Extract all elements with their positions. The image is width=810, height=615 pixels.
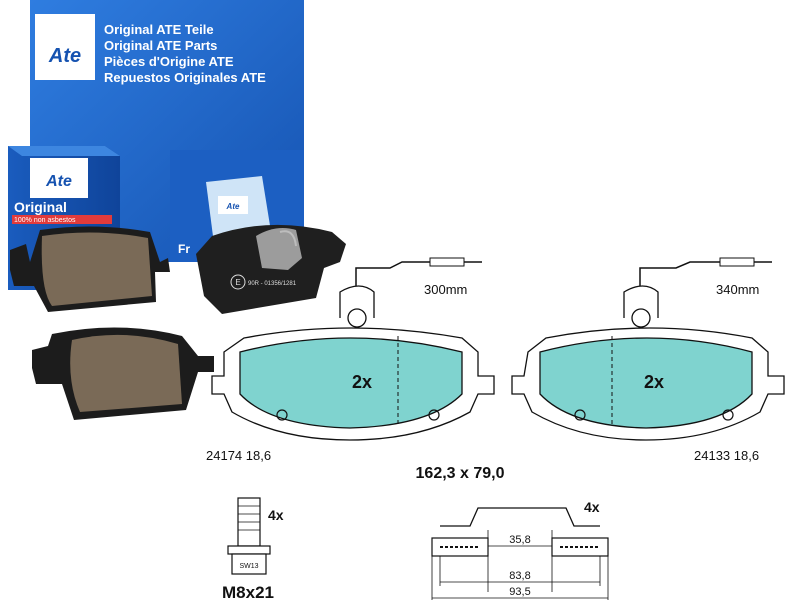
brake-pad-photo-1 (10, 226, 170, 312)
bolt-drawing: SW13 4x M8x21 (222, 497, 284, 602)
friction-material (41, 232, 152, 306)
bolt-quantity: 4x (268, 507, 284, 523)
brake-pad-photo-2 (32, 327, 214, 420)
clip-quantity: 4x (584, 499, 600, 515)
clip-dim-outer: 93,5 (509, 586, 530, 598)
right-part-code: 24133 18,6 (694, 448, 759, 463)
ate-logo-text: Ate (48, 45, 81, 67)
right-pad-drawing: 340mm 2x (511, 257, 785, 441)
friction-material (70, 334, 182, 412)
small-box-logo-text: Ate (45, 173, 72, 190)
box-line-4: Repuestos Originales ATE (104, 70, 266, 85)
sensor-tab (339, 285, 375, 318)
non-asbestos-strip (12, 215, 112, 224)
leaflet-logo-text: Ate (226, 202, 240, 211)
left-part-code: 24174 18,6 (206, 448, 271, 463)
pad-dimensions: 162,3 x 79,0 (416, 465, 505, 482)
left-pad-quantity: 2x (352, 372, 372, 392)
box-line-3: Pièces d'Origine ATE (104, 54, 234, 69)
clip-spring (440, 507, 600, 527)
wear-sensor-clip (256, 228, 302, 270)
sensor-plug (719, 257, 755, 267)
box-line-1: Original ATE Teile (104, 22, 214, 37)
small-box-top (8, 146, 120, 156)
bolt-size: M8x21 (222, 583, 274, 602)
non-asbestos-text: 100% non asbestos (14, 217, 76, 224)
friction-pad (539, 337, 753, 429)
sensor-wire (279, 230, 297, 247)
right-pad-quantity: 2x (644, 372, 664, 392)
leaflet-logo (218, 196, 248, 214)
bolt-head (231, 553, 267, 575)
friction-pad (239, 337, 463, 429)
sensor-tab (623, 285, 659, 318)
right-wire-length: 340mm (716, 282, 759, 297)
bolt-flange (227, 545, 271, 555)
clip-dim-inner: 35,8 (509, 534, 530, 546)
left-pad-drawing: 300mm 2x (211, 257, 495, 441)
left-wire-length: 300mm (424, 282, 467, 297)
partial-box-text: Fr (178, 242, 190, 256)
sensor-wire (355, 261, 430, 300)
brake-pad-photo-3: E 90R - 01356/1281 (196, 224, 346, 314)
stamp-mark: E (235, 278, 240, 287)
bolt-tag: SW13 (239, 563, 258, 570)
sensor-wire (639, 261, 720, 300)
box-line-2: Original ATE Parts (104, 38, 217, 53)
clip-drawing: 35,8 83,8 93,5 4x (431, 499, 609, 600)
backing-plate-rear (196, 224, 346, 314)
ate-logo-panel (35, 14, 95, 80)
sensor-plug (429, 257, 465, 267)
small-box-title: Original (14, 199, 67, 215)
clip-dim-mid: 83,8 (509, 570, 530, 582)
stamp-circle (230, 274, 246, 290)
pad-stamp: 90R - 01356/1281 (248, 281, 297, 287)
small-box-logo-panel (30, 158, 88, 198)
